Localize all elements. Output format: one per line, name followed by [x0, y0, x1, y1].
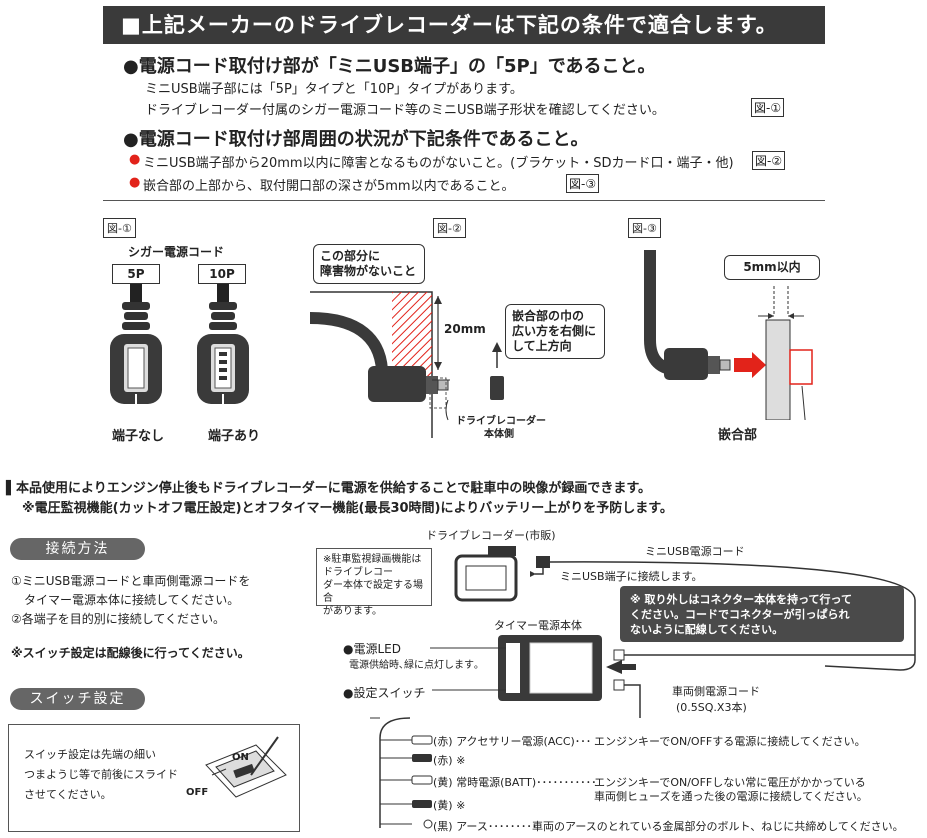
connection-step-1a: ①ミニUSB電源コードと車両側電源コードを	[11, 574, 251, 588]
parking-mode-note: ※駐車監視録画機能は ドライブレコー ダー本体で設定する場合 があります。	[316, 548, 432, 617]
switch-setting-text-2: つまようじ等で前後にスライド	[24, 768, 178, 781]
condition-2-bullet-2: 嵌合部の上部から、取付開口部の深さが5mm以内であること。	[143, 179, 515, 194]
condition-1-line-1: ミニUSB端子部には「5P」タイプと「10P」タイプがあります。	[145, 82, 523, 97]
parking-note-line-2: ドライブレコー	[323, 567, 393, 578]
wire-yellow-batt-desc-2: 車両側ヒューズを通った後の電源に接続してください。	[594, 790, 868, 803]
page-title-banner: ■上記メーカーのドライブレコーダーは下記の条件で適合します。	[103, 6, 825, 44]
figure-2-obstacle-callout: この部分に 障害物がないこと	[313, 244, 425, 284]
switch-setting-text-3: させてください。	[24, 788, 112, 801]
figure-3-dimension: 5mm以内	[724, 255, 820, 280]
connection-switch-note: ※スイッチ設定は配線後に行ってください。	[11, 646, 250, 660]
wire-red-acc-name: (赤) アクセサリー電源(ACC)･･･	[433, 735, 592, 748]
condition-2-figure-ref-3: 図-③	[566, 174, 600, 193]
wire-red-note: (赤) ※	[433, 754, 466, 767]
figure-2-dimension: 20mm	[444, 322, 486, 336]
figure-1-connectors-illustration	[110, 284, 249, 419]
figure-1-label: 図-①	[103, 218, 136, 238]
condition-2-heading: ●電源コード取付け部周囲の状況が下記条件であること。	[123, 129, 589, 150]
figure-1-5p-caption: 端子なし	[112, 429, 165, 444]
wire-yellow-batt-name: (黄) 常時電源(BATT)･･･････････	[433, 776, 597, 789]
setting-switch-label: ●設定スイッチ	[343, 686, 426, 700]
red-terminal-icon	[412, 754, 432, 762]
ground-terminal-icon	[423, 819, 433, 829]
mini-usb-connect-instruction: ミニUSB端子に接続します。	[560, 570, 703, 583]
figure-2-callout-line-1: この部分に	[320, 249, 381, 263]
figure-3-label: 図-③	[628, 218, 661, 238]
wiring-diagram	[430, 546, 916, 718]
parking-note-line-3: ダー本体で設定する場合	[323, 580, 423, 604]
figure-2-illustration	[309, 291, 504, 438]
switch-slider-illustration	[205, 736, 287, 798]
red-terminal-icon	[411, 735, 433, 745]
figure-1-5p-label: 5P	[112, 264, 160, 284]
switch-setting-heading: スイッチ設定	[10, 688, 145, 710]
connection-method-heading: 接続方法	[10, 538, 145, 560]
wire-red-acc-desc: エンジンキーでON/OFFする電源に接続してください。	[594, 735, 866, 748]
condition-2-bullet-1: ミニUSB端子部から20mm以内に障害となるものがないこと。(ブラケット・SDカ…	[143, 156, 734, 171]
condition-1-figure-ref: 図-①	[751, 98, 785, 117]
figure-2-callout-line-2: 障害物がないこと	[320, 264, 417, 278]
section-divider	[103, 200, 825, 201]
figure-2-callout2-line-3: して上方向	[512, 339, 572, 353]
feature-notice-line-2: ※電圧監視機能(カットオフ電圧設定)とオフタイマー機能(最長30時間)によりバッ…	[22, 501, 673, 516]
figure-3-caption: 嵌合部	[718, 428, 758, 443]
figure-2-body-label-1: ドライブレコーダー	[456, 416, 546, 427]
wire-yellow-batt-desc: エンジンキーでON/OFFしない常に電圧がかかっている	[594, 776, 866, 789]
vehicle-cord-spec: (0.5SQ.X3本)	[676, 701, 747, 714]
wire-yellow-note: (黄) ※	[433, 799, 466, 812]
wire-black-ground-desc: 車両のアースのとれている金属部分のボルト、ねじに共締めしてください。	[532, 820, 904, 833]
figure-1-10p-caption: 端子あり	[208, 429, 261, 444]
wire-black-ground-name: (黒) アース･････････	[433, 820, 538, 833]
mini-usb-cord-label: ミニUSB電源コード	[645, 545, 745, 558]
figure-2-body-label-2: 本体側	[484, 429, 514, 440]
condition-1-line-2: ドライブレコーダー付属のシガー電源コード等のミニUSB端子形状を確認してください…	[145, 103, 665, 118]
figure-1-10p-label: 10P	[198, 264, 246, 284]
connection-step-1b: タイマー電源本体に接続してください。	[24, 593, 240, 607]
yellow-terminal-icon	[411, 775, 433, 785]
condition-2-figure-ref-2: 図-②	[752, 151, 786, 170]
removal-note-line-1: ※ 取り外しはコネクター本体を持って行って	[630, 593, 852, 606]
timer-unit-label: タイマー電源本体	[494, 619, 582, 632]
yellow-terminal-icon	[412, 800, 432, 808]
red-bullet-1: ●	[129, 152, 141, 167]
red-bullet-2: ●	[129, 175, 141, 190]
switch-off-label: OFF	[186, 787, 209, 798]
figure-3-illustration	[644, 250, 813, 420]
dashcam-label: ドライブレコーダー(市販)	[426, 529, 556, 542]
wire-harness	[370, 717, 433, 829]
parking-note-line-4: があります。	[323, 606, 382, 617]
switch-setting-box	[8, 724, 300, 832]
power-led-description: 電源供給時､緑に点灯します｡	[349, 660, 479, 671]
removal-note-line-3: ないように配線してください。	[630, 623, 784, 636]
feature-notice-line-1: ▌本品使用によりエンジン停止後もドライブレコーダーに電源を供給することで駐車中の…	[6, 481, 652, 496]
figure-2-callout2-line-2: 広い方を右側に	[512, 324, 597, 338]
figure-2-orientation-callout: 嵌合部の巾の 広い方を右側に して上方向	[505, 304, 605, 359]
power-led-label: ●電源LED	[343, 642, 401, 656]
parking-note-line-1: ※駐車監視録画機能は	[323, 554, 422, 565]
condition-1-heading: ●電源コード取付け部が「ミニUSB端子」の「5P」であること。	[123, 56, 656, 77]
figure-2-label: 図-②	[433, 218, 466, 238]
removal-caution-note: ※ 取り外しはコネクター本体を持って行って ください。コードでコネクターが引っぱ…	[620, 586, 904, 642]
figure-2-callout2-line-1: 嵌合部の巾の	[512, 309, 585, 323]
connection-step-2: ②各端子を目的別に接続してください。	[11, 612, 226, 626]
switch-on-label: ON	[232, 752, 249, 763]
removal-note-line-2: ください。コードでコネクターが引っぱられ	[630, 608, 850, 621]
figure-1-title: シガー電源コード	[128, 245, 225, 259]
vehicle-cord-label: 車両側電源コード	[672, 685, 760, 698]
switch-setting-text-1: スイッチ設定は先端の細い	[24, 748, 156, 761]
